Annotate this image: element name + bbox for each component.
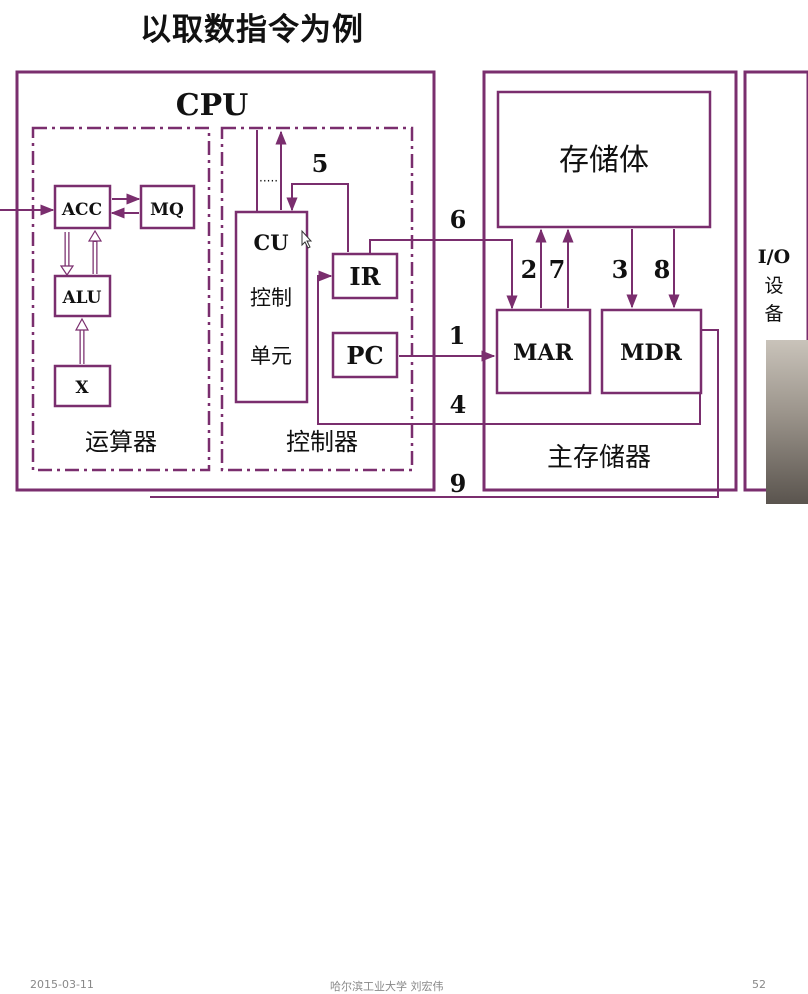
footer-bar: 2015-03-11 哈尔滨工业大学 刘宏伟 52 [0,488,808,993]
alu-box [53,274,112,318]
io-label-line2: 设 [764,275,783,297]
control-group-label: 控制器 [286,428,358,456]
mouse-cursor-icon [301,229,313,249]
main-memory-box [482,70,738,492]
acc-to-alu-arrowhead [59,265,75,277]
path-4-mdr-to-ir [317,270,701,425]
step-5-label: 5 [312,149,329,178]
path-5-ir-to-cu [286,183,349,252]
cpu-label: CPU [176,88,249,123]
io-label-line3: 备 [764,303,783,325]
step-8-label: 8 [654,255,671,284]
mar-box [495,308,592,395]
cu-label-line1: CU [253,230,288,255]
ir-label: IR [349,262,381,291]
alu-label: ALU [61,288,101,308]
step-2-label: 2 [521,255,538,284]
alu-group-box [31,126,211,472]
alu-group-label: 运算器 [85,428,157,456]
cu-label-line3: 单元 [250,344,292,368]
cpu-box [15,70,436,492]
x-label: X [75,378,89,398]
mdr-box [600,308,703,395]
acc-label: ACC [61,200,102,220]
mq-box [139,184,196,230]
x-to-alu-arrowhead [74,317,90,331]
footer-author: 哈尔滨工业大学 刘宏伟 [330,980,444,993]
step-9-label: 9 [450,469,467,498]
path-6-ir-to-mar [369,239,518,310]
speaker-video-thumbnail [766,340,808,504]
mdr-label: MDR [620,340,682,366]
pc-label: PC [346,341,383,370]
step-3-label: 3 [612,255,629,284]
footer-page-number: 52 [752,978,766,991]
step-7-label: 7 [549,255,566,284]
step-6-label: 6 [450,205,467,234]
alu-to-acc-arrowhead [87,229,103,242]
acc-box [53,184,112,230]
mar-label: MAR [513,340,573,366]
x-box [53,364,112,408]
path-9-mdr-to-acc [150,329,719,498]
cu-box [234,210,309,404]
mq-label: MQ [150,200,184,220]
storage-label: 存储体 [559,143,649,178]
pc-box [331,331,399,379]
cu-label-line2: 控制 [250,286,292,310]
slide-title: 以取数指令为例 [140,12,364,48]
cu-control-dots: ····· [259,174,278,188]
ir-box [331,252,399,300]
storage-box [496,90,712,229]
io-label-line1: I/O [758,246,790,268]
control-group-box [220,126,414,472]
step-1-label: 1 [449,321,466,350]
footer-date: 2015-03-11 [30,978,94,991]
main-memory-label: 主存储器 [547,443,651,473]
step-4-label: 4 [450,390,467,419]
computer-structure-diagram: CPU 运算器 控制器 ACC MQ ALU X CU 控制 单元 ····· … [0,70,808,498]
